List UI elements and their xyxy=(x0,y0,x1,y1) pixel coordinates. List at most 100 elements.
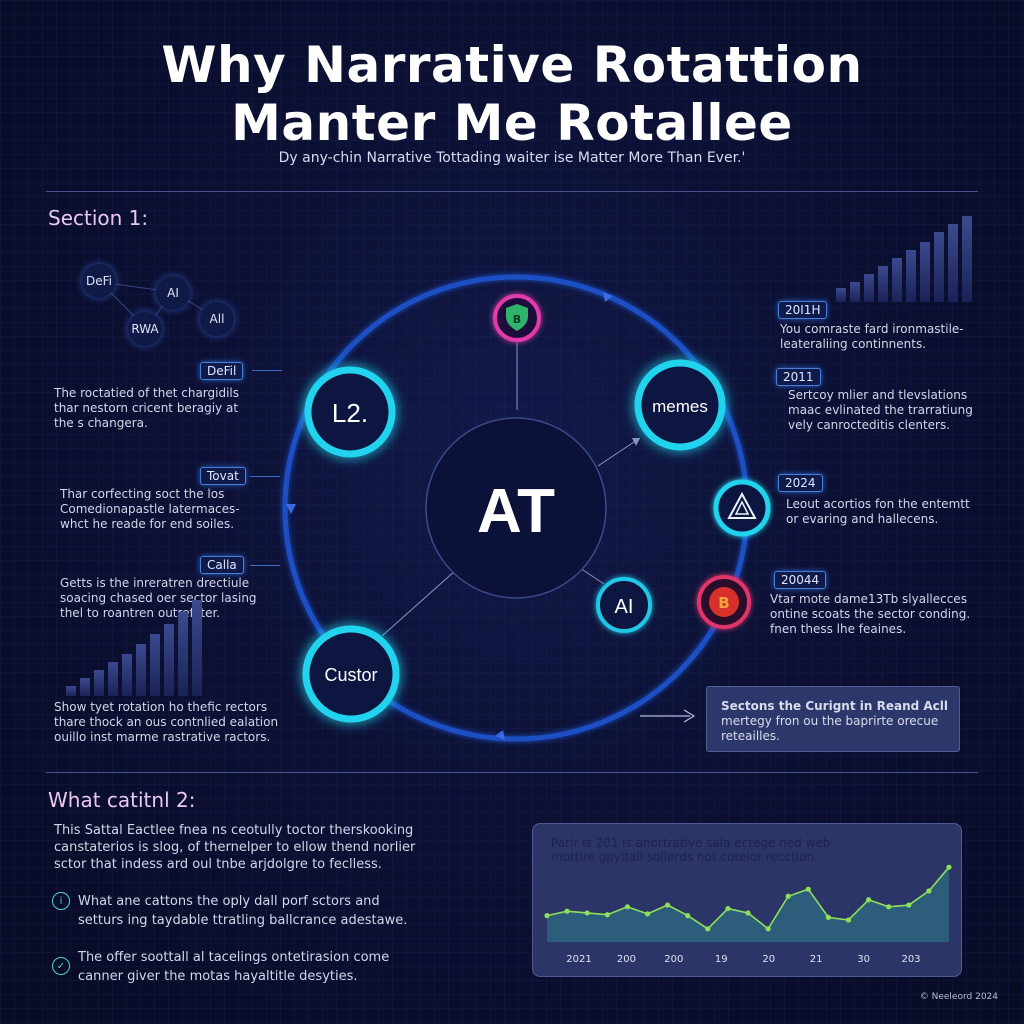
right-item-1-text: You comraste fard ironmastile- leaterali… xyxy=(780,322,990,352)
right-tag-3: 2024 xyxy=(778,474,823,492)
callout-arrowhead xyxy=(683,709,696,723)
right-tag-1: 20I1H xyxy=(778,301,828,319)
node-custor-label: Custor xyxy=(324,665,377,685)
bottom-left-line-1: Show tyet rotation ho thefic rectors xyxy=(54,700,268,714)
ring-arrow-3 xyxy=(495,730,505,740)
chart-x-tick-label: 203 xyxy=(901,954,920,965)
right-item-2-text: Sertcoy mlier and tlevslations maac evli… xyxy=(788,388,998,433)
spoke-memes xyxy=(597,437,641,467)
chart-x-tick-label: 200 xyxy=(664,954,683,965)
page-subtitle: Dy any-chin Narrative Tottading waiter i… xyxy=(278,150,746,166)
shield-icon: B xyxy=(493,294,541,342)
node-l2-label: L2. xyxy=(332,398,368,428)
section-2-line-2: canstaterios is slog, of thernelper to e… xyxy=(54,840,416,855)
chart-point xyxy=(946,864,952,870)
bullet-2-text: The offer soottall al tacelings ontetira… xyxy=(78,948,478,986)
left-item-3-line-2: soacing chased oer sector lasing xyxy=(60,591,257,605)
chart-point xyxy=(845,917,852,923)
bottom-left-line-3: ouillo inst marme rastrative ractors. xyxy=(54,730,271,744)
chart-point xyxy=(825,914,831,920)
mini-node-all: All xyxy=(200,302,234,336)
spoke-arrowhead xyxy=(632,438,640,446)
callout-box: Sectons the Curignt in Reand Acll merteg… xyxy=(706,686,960,752)
section-2-line-1: This Sattal Eactlee fnea ns ceotully toc… xyxy=(54,823,414,838)
left-item-2-line-3: whct he reade for end soiles. xyxy=(60,517,235,531)
bottom-left-text: Show tyet rotation ho thefic rectors tha… xyxy=(54,700,294,745)
triangle-icon xyxy=(713,479,771,537)
left-decorative-bars xyxy=(66,600,202,696)
callout-line-3: reteailles. xyxy=(721,729,780,743)
right-item-4-line-2: ontine scoats the sector conding. xyxy=(770,607,971,621)
section-2-paragraph: This Sattal Eactlee fnea ns ceotully toc… xyxy=(54,822,474,873)
right-item-4-text: Vtar mote dame13Tb slyallecces ontine sc… xyxy=(770,592,980,637)
chart-x-tick-label: 200 xyxy=(617,954,636,965)
node-ai: AI xyxy=(596,577,652,633)
right-item-1-line-1: You comraste fard ironmastile- xyxy=(780,322,964,336)
right-item-4-line-1: Vtar mote dame13Tb slyallecces xyxy=(770,592,967,606)
section-1-heading: Section 1: xyxy=(48,206,149,230)
right-item-3-line-1: Leout acortios fon the entemtt xyxy=(786,497,970,511)
chart-point xyxy=(584,910,590,916)
chart-title: Parir is 201 is anortrative sala ectege … xyxy=(551,836,831,864)
left-item-3-line-1: Getts is the inreratren drectiule xyxy=(60,576,250,590)
chart-point xyxy=(725,905,731,912)
right-tag-4: 20044 xyxy=(774,571,827,589)
left-tag-3: Calla xyxy=(200,556,244,574)
left-item-2-line-1: Thar corfecting soct the los xyxy=(60,487,225,501)
chart-x-tick-label: 20 xyxy=(762,954,775,965)
spoke-ai xyxy=(579,567,605,585)
chart-panel: Parir is 201 is anortrative sala ectege … xyxy=(532,823,962,977)
bullet-1-line-2: setturs ing taydable ttratling ballcranc… xyxy=(78,913,408,928)
right-item-3-text: Leout acortios fon the entemtt or evarin… xyxy=(786,497,996,527)
chart-x-tick-label: 30 xyxy=(857,954,870,965)
node-custor: Custor xyxy=(302,625,400,723)
left-tag-3-connector xyxy=(250,565,280,566)
chart-x-tick-label: 21 xyxy=(810,954,823,965)
chart-point xyxy=(685,913,691,919)
right-item-3-line-2: or evaring and hallecens. xyxy=(786,512,939,526)
left-item-2-text: Thar corfecting soct the los Comedionapa… xyxy=(60,487,280,532)
chart-x-tick-label: 19 xyxy=(715,954,728,965)
bullet-2-line-2: canner giver the motas hayaltitle desyti… xyxy=(78,969,358,984)
section-2-line-3: sctor that indess ard oul tnbe arjdolgre… xyxy=(54,857,382,872)
mini-node-rwa: RWA xyxy=(128,312,162,346)
right-item-1-line-2: leateraliing continnents. xyxy=(780,337,927,351)
title-line-2: Manter Me Rotallee xyxy=(231,94,793,152)
right-item-2-line-3: vely canrocteditis clenters. xyxy=(788,418,951,432)
bullet-1-text: What ane cattons the oply dall porf scto… xyxy=(78,892,478,930)
chart-x-tick-label: 2021 xyxy=(566,954,591,965)
right-decorative-bars xyxy=(836,216,972,302)
page-title: Why Narrative Rotattion Manter Me Rotall… xyxy=(0,36,1024,152)
chart-point xyxy=(564,908,570,914)
ring-arrow-1 xyxy=(603,292,613,302)
center-label: AT xyxy=(477,477,555,546)
chart-point xyxy=(886,904,892,910)
chart-point xyxy=(705,926,711,932)
mini-node-ai: AI xyxy=(156,276,190,310)
title-line-1: Why Narrative Rotattion xyxy=(161,36,863,94)
check-icon: ✓ xyxy=(52,957,70,975)
left-tag-2-connector xyxy=(250,476,280,477)
info-icon: i xyxy=(52,892,70,910)
left-tag-1-connector xyxy=(252,370,282,371)
section-2-heading: What catitnl 2: xyxy=(48,788,196,812)
node-l2: L2. xyxy=(304,366,396,458)
bullet-2-line-1: The offer soottall al tacelings ontetira… xyxy=(78,950,390,965)
divider-middle xyxy=(46,772,978,773)
node-memes-label: memes xyxy=(652,397,708,416)
left-item-1-text: The roctatied of thet chargidils thar ne… xyxy=(54,386,274,431)
chart-point xyxy=(644,911,651,917)
chart-point xyxy=(926,888,932,894)
chart-point xyxy=(624,904,630,910)
chart-point xyxy=(785,893,791,899)
callout-text: Sectons the Curignt in Reand Acll merteg… xyxy=(721,699,951,744)
left-item-2-line-2: Comedionapastle latermaces- xyxy=(60,502,240,516)
node-ai-label: AI xyxy=(615,596,634,618)
right-item-2-line-1: Sertcoy mlier and tlevslations xyxy=(788,388,968,402)
left-tag-2: Tovat xyxy=(200,467,246,485)
footer-copyright: © Neeleord 2024 xyxy=(919,992,998,1002)
chart-point xyxy=(765,926,771,932)
left-item-1-line-1: The roctatied of thet chargidils xyxy=(54,386,240,400)
